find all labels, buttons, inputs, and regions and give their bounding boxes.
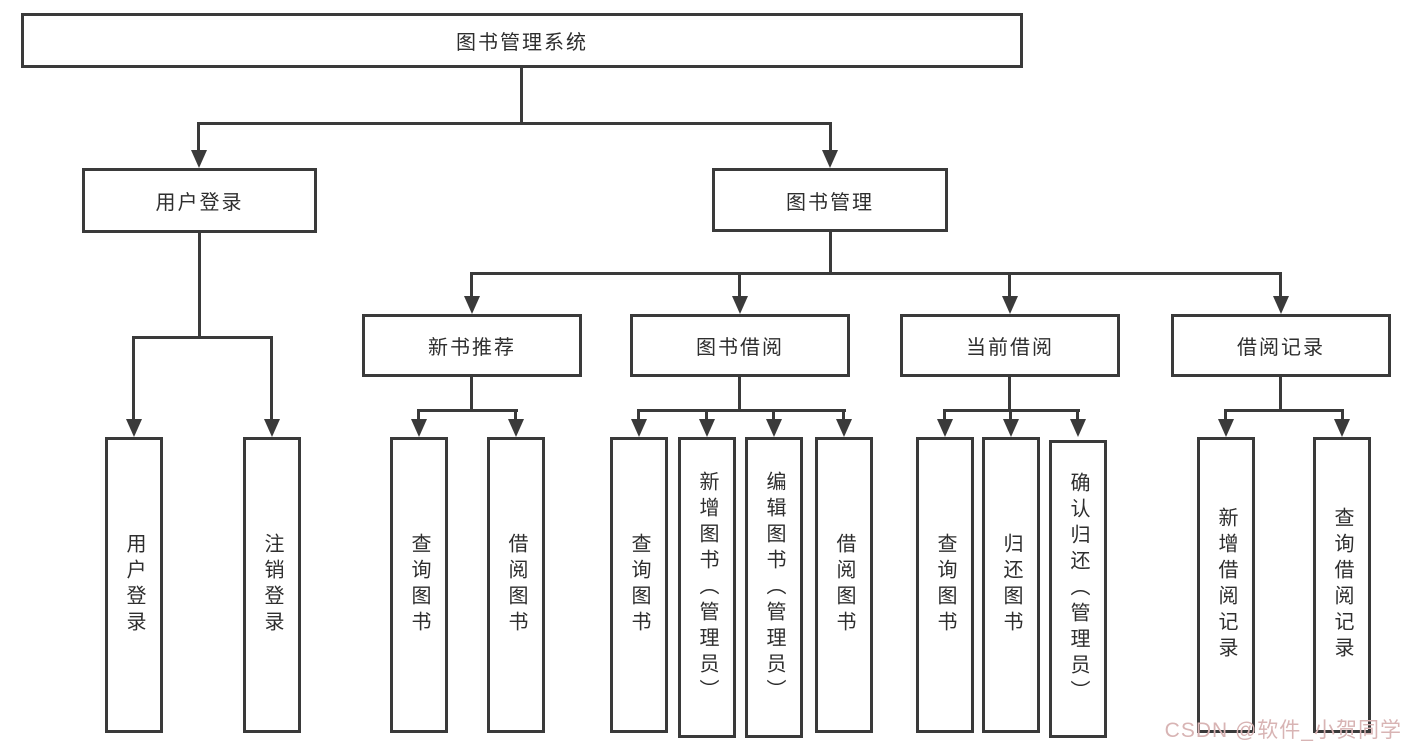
- arrowhead-down-icon: [264, 419, 280, 437]
- node-borrowing-records: 借阅记录: [1171, 314, 1391, 377]
- node-label: 新增图书（管理员）: [696, 470, 718, 705]
- arrowhead-down-icon: [699, 419, 715, 437]
- connector-line: [417, 409, 420, 422]
- connector-line: [1279, 272, 1282, 298]
- node-label: 编辑图书（管理员）: [763, 470, 785, 705]
- connector-line: [842, 409, 845, 422]
- node-user-login-branch: 用户登录: [82, 168, 317, 233]
- arrowhead-down-icon: [836, 419, 852, 437]
- node-label: 用户登录: [155, 192, 244, 214]
- leaf-borrowing-edit-books-admin: 编辑图书（管理员）: [745, 437, 803, 738]
- connector-line: [705, 409, 708, 422]
- node-library-management-system: 图书管理系统: [21, 13, 1023, 68]
- connector-line: [829, 232, 832, 272]
- leaf-borrowing-borrow-books: 借阅图书: [815, 437, 873, 733]
- connector-line: [1224, 409, 1344, 412]
- node-book-management: 图书管理: [712, 168, 948, 232]
- connector-line: [637, 409, 846, 412]
- leaf-current-return-books: 归还图书: [982, 437, 1040, 733]
- leaf-recommend-borrow-books: 借阅图书: [487, 437, 545, 733]
- node-label: 当前借阅: [966, 337, 1054, 359]
- arrowhead-down-icon: [1218, 419, 1234, 437]
- node-label: 归还图书: [1000, 533, 1022, 637]
- connector-line: [1008, 377, 1011, 411]
- connector-line: [738, 272, 741, 298]
- node-book-borrowing: 图书借阅: [630, 314, 850, 377]
- arrowhead-down-icon: [1334, 419, 1350, 437]
- arrowhead-down-icon: [631, 419, 647, 437]
- node-label: 图书管理系统: [456, 32, 588, 54]
- connector-line: [1341, 409, 1344, 422]
- node-label: 图书管理: [786, 191, 874, 214]
- arrowhead-down-icon: [1003, 419, 1019, 437]
- arrowhead-down-icon: [822, 150, 838, 168]
- connector-line: [197, 122, 200, 154]
- connector-line: [417, 409, 518, 412]
- connector-line: [772, 409, 775, 422]
- node-label: 借阅图书: [833, 533, 855, 637]
- node-label: 借阅记录: [1237, 337, 1325, 359]
- arrowhead-down-icon: [732, 296, 748, 314]
- leaf-records-add-record: 新增借阅记录: [1197, 437, 1255, 733]
- arrowhead-down-icon: [1002, 296, 1018, 314]
- arrowhead-down-icon: [1070, 419, 1086, 437]
- arrowhead-down-icon: [766, 419, 782, 437]
- connector-line: [520, 68, 523, 122]
- leaf-current-query-books: 查询图书: [916, 437, 974, 733]
- connector-line: [470, 272, 1282, 275]
- node-current-borrowing: 当前借阅: [900, 314, 1120, 377]
- arrowhead-down-icon: [508, 419, 524, 437]
- connector-line: [829, 122, 832, 154]
- node-label: 查询图书: [934, 533, 956, 637]
- connector-line: [197, 122, 832, 125]
- connector-line: [1009, 409, 1012, 422]
- arrowhead-down-icon: [411, 419, 427, 437]
- connector-line: [1279, 377, 1282, 411]
- connector-line: [943, 409, 946, 422]
- connector-line: [198, 233, 201, 336]
- arrowhead-down-icon: [1273, 296, 1289, 314]
- leaf-borrowing-add-books-admin: 新增图书（管理员）: [678, 437, 736, 738]
- arrowhead-down-icon: [191, 150, 207, 168]
- leaf-current-confirm-return-admin: 确认归还（管理员）: [1049, 440, 1107, 738]
- connector-line: [1008, 272, 1011, 298]
- arrowhead-down-icon: [126, 419, 142, 437]
- connector-line: [470, 377, 473, 411]
- connector-line: [270, 336, 273, 421]
- connector-line: [1076, 409, 1079, 422]
- connector-line: [1224, 409, 1227, 422]
- node-label: 查询借阅记录: [1331, 507, 1353, 663]
- node-new-book-recommendation: 新书推荐: [362, 314, 582, 377]
- arrowhead-down-icon: [464, 296, 480, 314]
- node-label: 新增借阅记录: [1215, 507, 1237, 663]
- connector-line: [470, 272, 473, 298]
- connector-line: [132, 336, 135, 421]
- connector-line: [738, 377, 741, 411]
- leaf-logout: 注销登录: [243, 437, 301, 733]
- node-label: 图书借阅: [696, 337, 784, 359]
- leaf-borrowing-query-books: 查询图书: [610, 437, 668, 733]
- connector-line: [132, 336, 273, 339]
- arrowhead-down-icon: [937, 419, 953, 437]
- node-label: 用户登录: [123, 533, 145, 637]
- node-label: 查询图书: [408, 533, 430, 637]
- csdn-watermark: CSDN @软件_小贺同学: [1164, 719, 1402, 742]
- leaf-records-query-record: 查询借阅记录: [1313, 437, 1371, 733]
- node-label: 借阅图书: [505, 533, 527, 637]
- leaf-recommend-query-books: 查询图书: [390, 437, 448, 733]
- node-label: 确认归还（管理员）: [1067, 472, 1089, 706]
- connector-line: [637, 409, 640, 422]
- node-label: 新书推荐: [428, 337, 516, 359]
- leaf-user-login: 用户登录: [105, 437, 163, 733]
- connector-line: [514, 409, 517, 422]
- node-label: 查询图书: [628, 533, 650, 637]
- node-label: 注销登录: [261, 533, 283, 637]
